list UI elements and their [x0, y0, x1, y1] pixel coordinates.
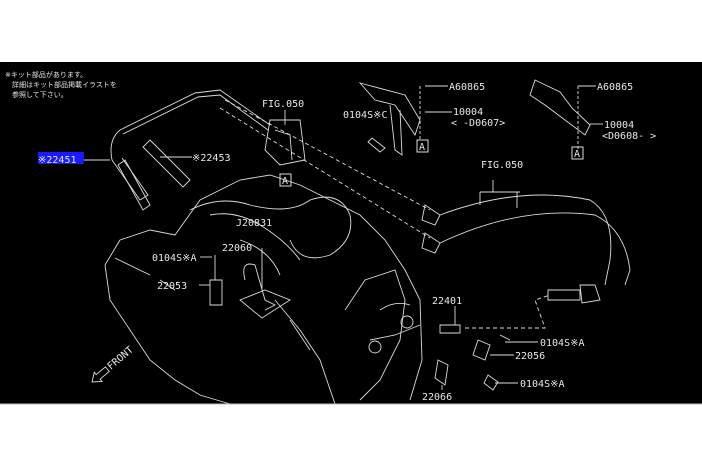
part-link-0104sa-left[interactable]: 0104S※A — [152, 253, 197, 264]
leader-lines — [84, 85, 603, 390]
part-link-22401[interactable]: 22401 — [432, 296, 462, 307]
part-link-a60865-left[interactable]: A60865 — [449, 82, 485, 93]
part-range-left: < -D0607> — [451, 118, 505, 129]
part-link-22066[interactable]: 22066 — [422, 392, 452, 403]
ignition-wires — [110, 89, 631, 329]
fig-link-050-top[interactable]: FIG.050 — [262, 99, 304, 110]
part-link-0104sa-right2[interactable]: 0104S※A — [520, 379, 565, 390]
svg-text:A: A — [282, 176, 288, 187]
fig-link-050-right[interactable]: FIG.050 — [481, 160, 523, 171]
part-link-0104sc[interactable]: 0104S※C — [343, 110, 388, 121]
part-link-22453[interactable]: ※22453 — [192, 153, 230, 164]
ref-box-a: A A A — [279, 139, 584, 187]
part-link-10004-left[interactable]: 10004 — [453, 107, 483, 118]
part-link-j20831[interactable]: J20831 — [236, 218, 272, 229]
kit-note-line1: ※キット部品があります。 — [5, 70, 87, 79]
part-link-22056[interactable]: 22056 — [515, 351, 545, 362]
engine-illustration — [104, 119, 423, 405]
part-link-22053[interactable]: 22053 — [157, 281, 187, 292]
svg-text:A: A — [574, 149, 580, 160]
part-link-0104sa-right1[interactable]: 0104S※A — [540, 338, 585, 349]
kit-note-line2: 詳細はキット部品掲載イラストを — [12, 80, 117, 89]
part-link-22451[interactable]: ※22451 — [38, 155, 76, 166]
part-link-a60865-right[interactable]: A60865 — [597, 82, 633, 93]
svg-text:A: A — [419, 142, 425, 153]
sensor-parts — [209, 248, 511, 391]
part-link-10004-right[interactable]: 10004 — [604, 120, 634, 131]
part-range-right: <D0608- > — [602, 131, 656, 142]
selection-highlight — [38, 152, 84, 164]
diagram-background — [0, 62, 702, 404]
kit-note-line3: 参照して下さい。 — [12, 90, 68, 99]
part-link-22060[interactable]: 22060 — [222, 243, 252, 254]
brackets — [358, 79, 591, 156]
